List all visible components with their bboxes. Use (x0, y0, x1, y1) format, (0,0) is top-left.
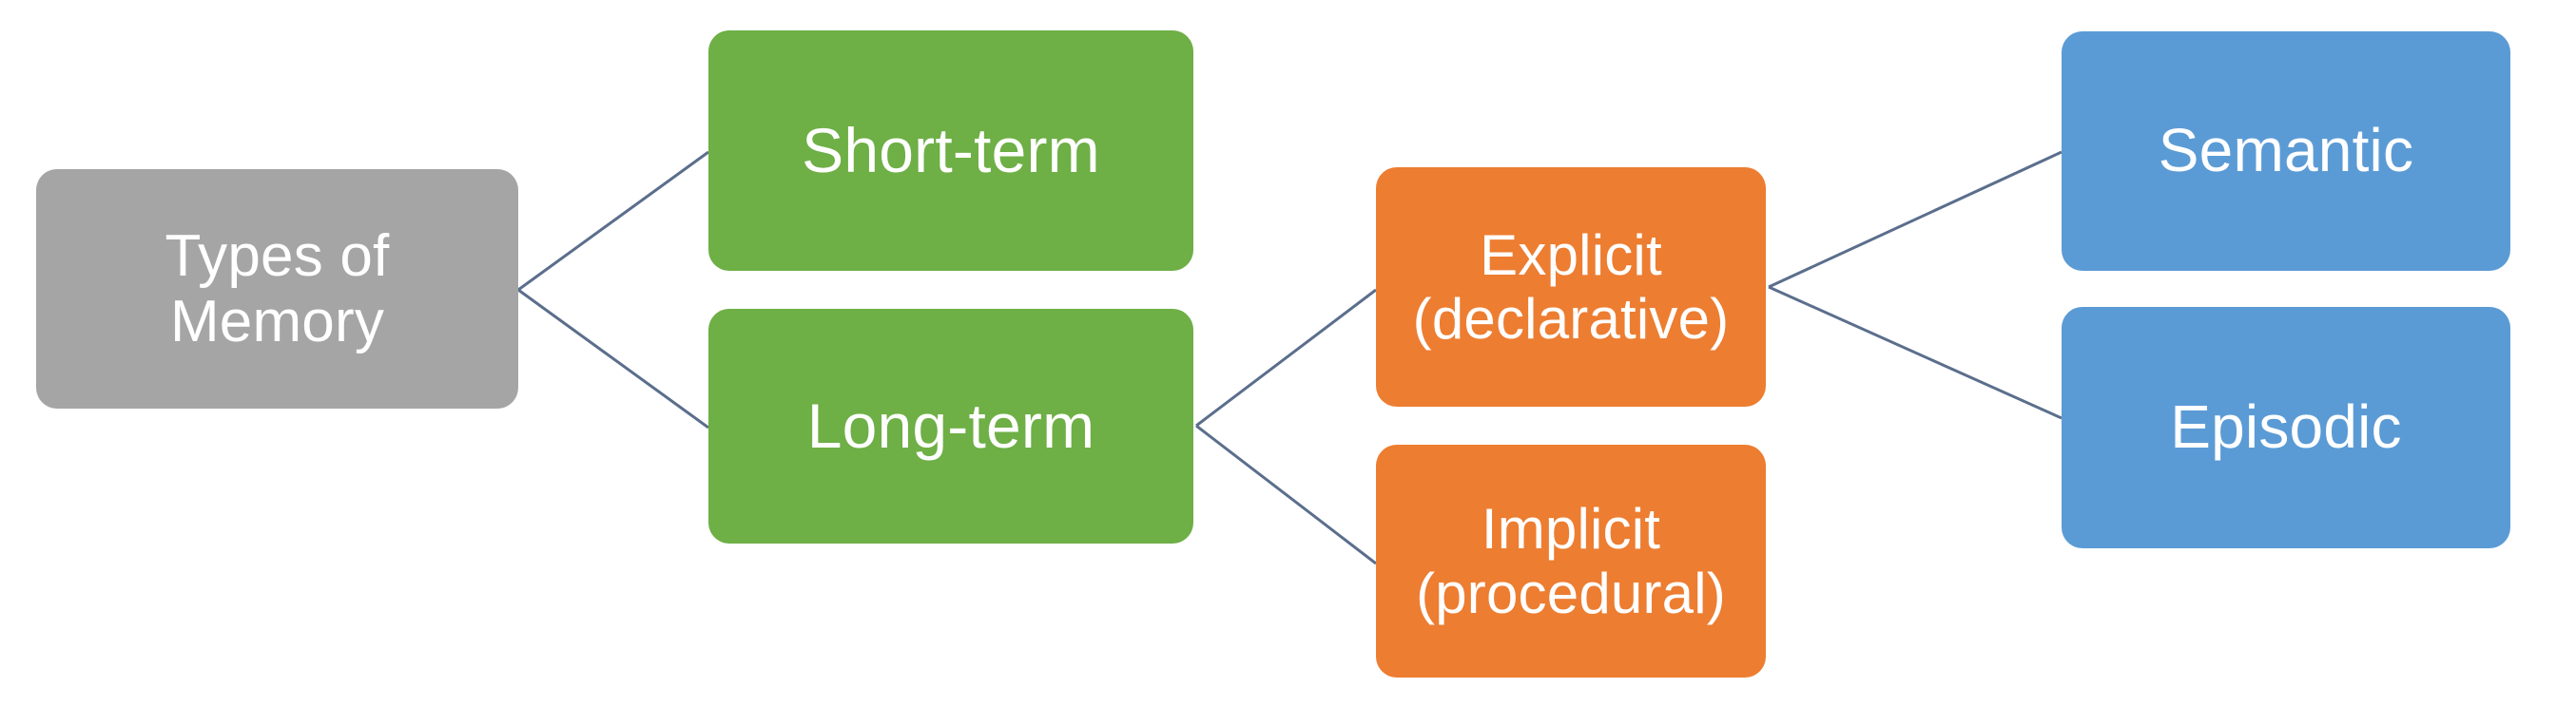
node-long-term[interactable]: Long-term (708, 309, 1193, 544)
node-label-semantic: Semantic (2158, 116, 2414, 185)
node-implicit-procedural[interactable]: Implicit (procedural) (1376, 445, 1766, 678)
node-types-of-memory[interactable]: Types of Memory (36, 169, 518, 409)
edge-explicit-to-episodic (1768, 285, 2063, 420)
node-label-episodic: Episodic (2170, 392, 2402, 462)
edge-root-to-short (517, 150, 709, 292)
edge-long-to-explicit (1195, 288, 1377, 428)
edge-root-to-long (517, 288, 709, 430)
node-short-term[interactable]: Short-term (708, 30, 1193, 271)
edge-long-to-implicit (1195, 424, 1377, 565)
node-episodic[interactable]: Episodic (2062, 307, 2510, 548)
node-semantic[interactable]: Semantic (2062, 31, 2510, 271)
node-label-implicit: Implicit (procedural) (1416, 497, 1726, 625)
node-label-long-term: Long-term (806, 390, 1095, 461)
node-label-explicit: Explicit (declarative) (1412, 222, 1730, 351)
node-label-short-term: Short-term (802, 114, 1100, 185)
node-explicit-declarative[interactable]: Explicit (declarative) (1376, 167, 1766, 407)
edge-explicit-to-semantic (1768, 150, 2063, 289)
node-label-root: Types of Memory (165, 222, 390, 354)
